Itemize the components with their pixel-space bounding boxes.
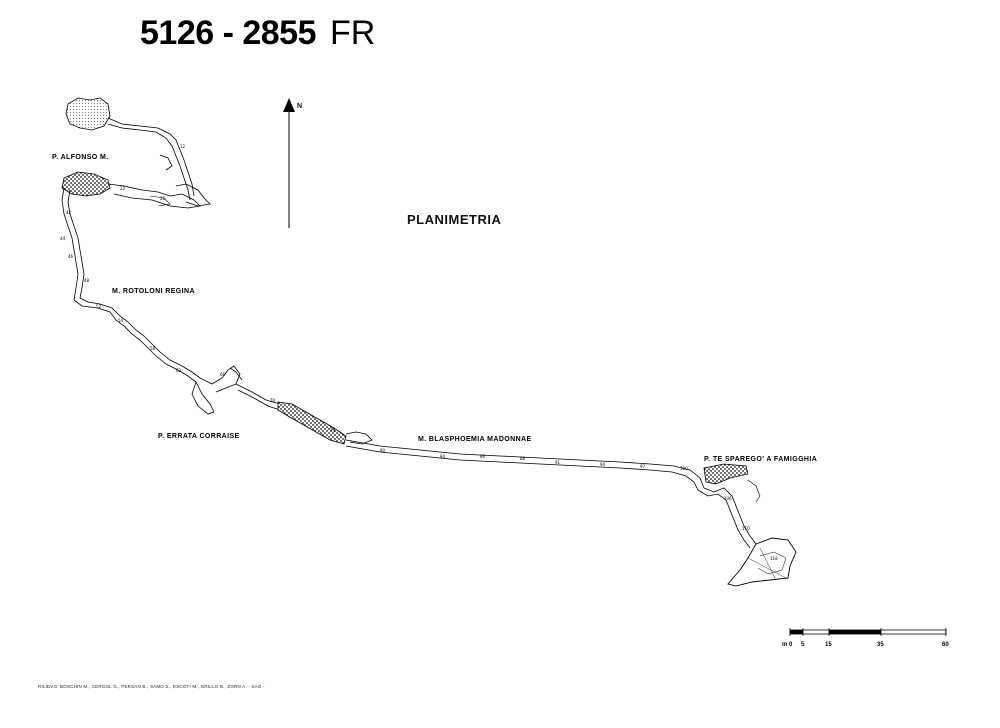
svg-text:86: 86 xyxy=(480,454,486,459)
svg-text:88: 88 xyxy=(520,456,526,461)
map-title: PLANIMETRIA xyxy=(407,212,502,227)
terminal-chamber xyxy=(727,537,797,587)
svg-text:26: 26 xyxy=(160,196,166,201)
svg-text:74: 74 xyxy=(330,428,336,433)
svg-text:94: 94 xyxy=(600,462,606,467)
svg-text:44: 44 xyxy=(60,236,66,241)
cave-passage-upper xyxy=(107,117,211,207)
svg-text:66: 66 xyxy=(220,372,226,377)
label-blasphoemia-meander: M. BLASPHOEMIA MADONNAE xyxy=(418,436,532,443)
svg-text:106: 106 xyxy=(724,496,732,501)
label-errata-shaft: P. ERRATA CORRAISE xyxy=(158,433,240,440)
label-sparego-shaft: P. TE SPAREGO' A FAMIGGHIA xyxy=(704,456,818,463)
survey-credits: RILIEVO: BOSCHIN M., CERGOL G., PERSAN B… xyxy=(38,684,265,689)
scale-tick-35: 35 xyxy=(877,642,884,648)
svg-text:52: 52 xyxy=(96,304,102,309)
svg-text:100: 100 xyxy=(680,466,688,471)
label-alfonso-shaft: P. ALFONSO M. xyxy=(52,154,109,161)
cave-passage-middle xyxy=(235,383,373,445)
svg-text:80: 80 xyxy=(380,448,386,453)
svg-text:70: 70 xyxy=(270,398,276,403)
survey-stations: 42 44 46 48 52 54 58 62 66 70 74 80 84 8… xyxy=(60,144,778,561)
entrance-chamber xyxy=(65,97,111,131)
sparego-shaft xyxy=(697,463,761,549)
svg-text:48: 48 xyxy=(84,278,90,283)
svg-text:62: 62 xyxy=(176,368,182,373)
cave-registry-code: FR xyxy=(330,14,376,52)
svg-text:54: 54 xyxy=(118,318,124,323)
alfonso-shaft xyxy=(61,171,201,209)
north-label: N xyxy=(297,103,303,110)
svg-text:22: 22 xyxy=(120,186,126,191)
svg-text:97: 97 xyxy=(640,464,646,469)
label-rotoloni-meander: M. ROTOLONI REGINA xyxy=(112,288,195,295)
cave-passage-main xyxy=(61,187,201,383)
north-arrow-icon xyxy=(283,98,295,228)
svg-text:58: 58 xyxy=(150,346,156,351)
svg-text:91: 91 xyxy=(555,460,561,465)
scale-bar xyxy=(789,628,947,636)
cave-cadastral-number: 5126 - 2855 xyxy=(140,14,317,52)
scale-tick-0: 0 xyxy=(789,642,793,648)
svg-text:46: 46 xyxy=(68,254,74,259)
scale-tick-15: 15 xyxy=(825,642,832,648)
scale-tick-60: 60 xyxy=(942,642,949,648)
svg-text:42: 42 xyxy=(66,210,72,215)
svg-text:84: 84 xyxy=(440,454,446,459)
scale-tick-5: 5 xyxy=(801,642,805,648)
errata-shaft xyxy=(191,365,243,415)
svg-text:110: 110 xyxy=(742,526,750,531)
svg-text:118: 118 xyxy=(770,556,778,561)
scale-unit: m xyxy=(782,642,788,648)
cave-passage-east xyxy=(345,439,705,491)
svg-text:12: 12 xyxy=(180,144,186,149)
